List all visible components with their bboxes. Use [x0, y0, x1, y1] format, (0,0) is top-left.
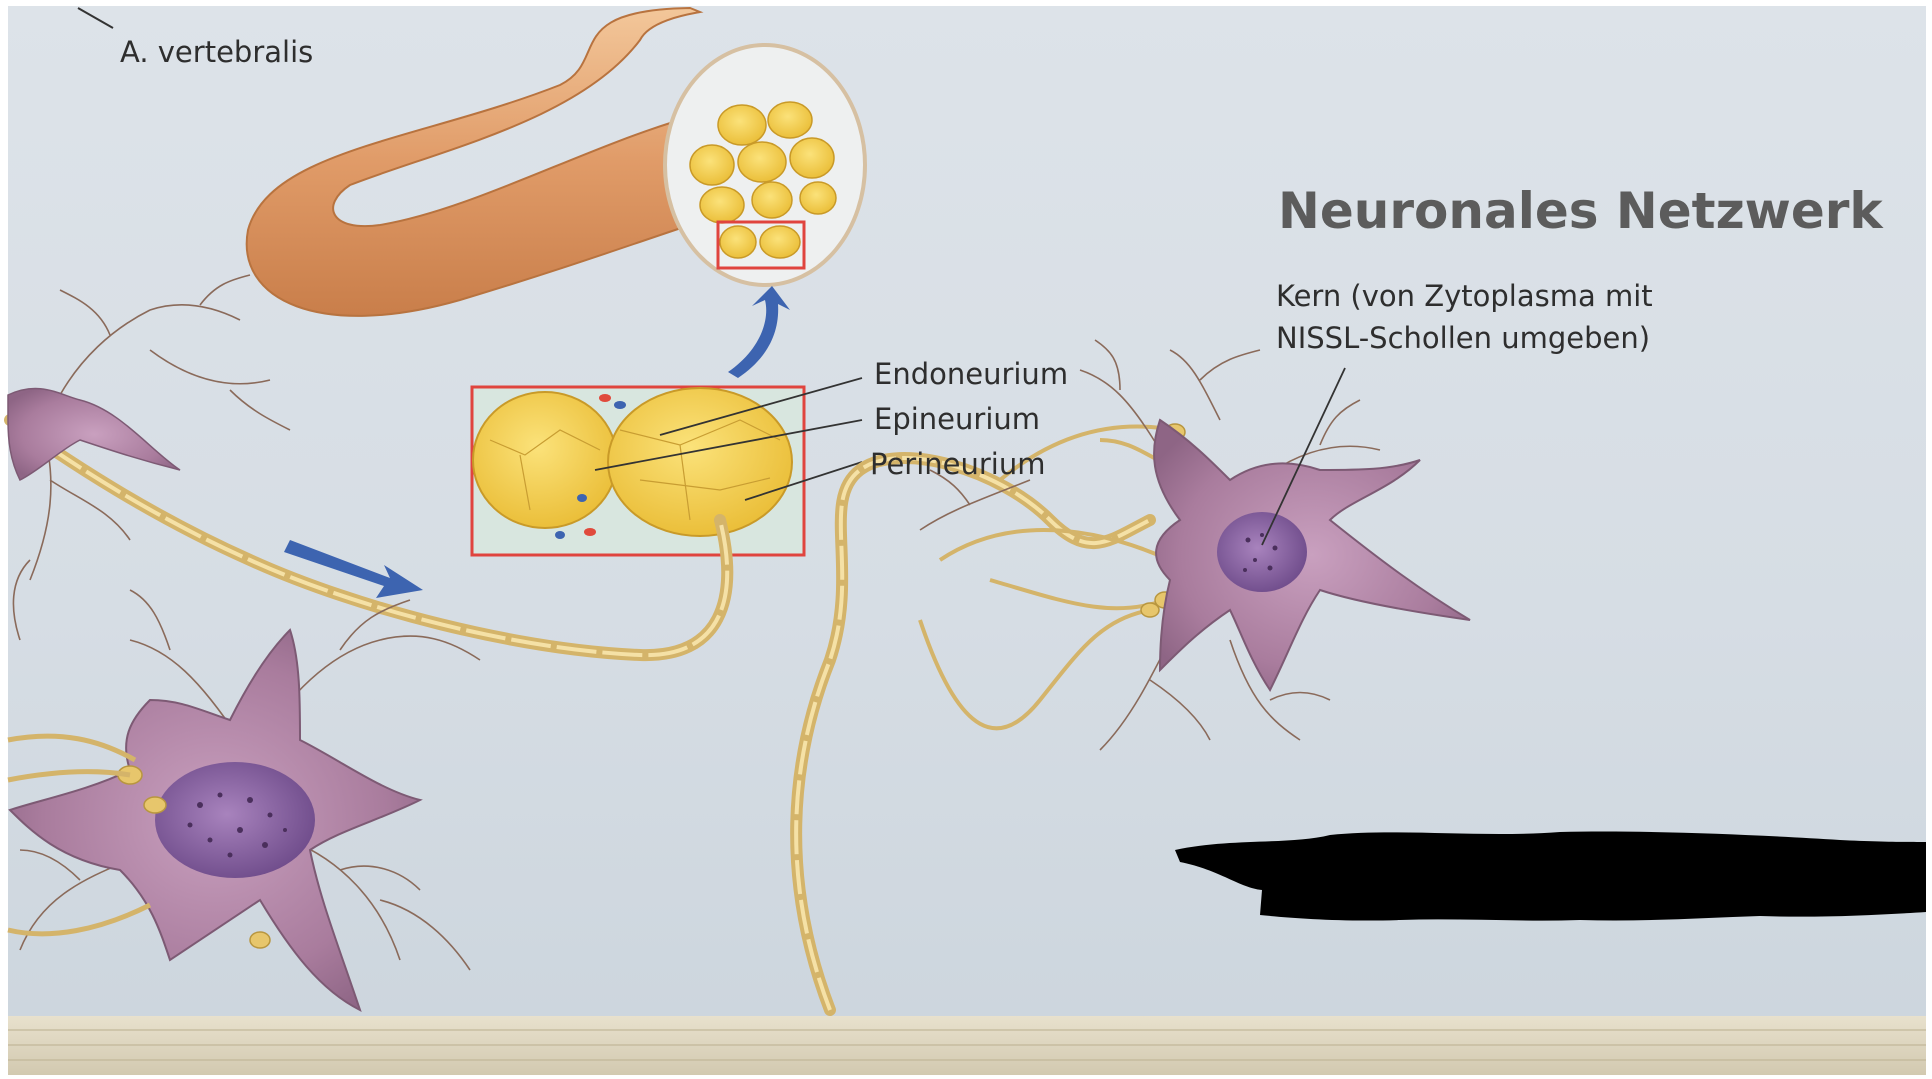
label-vertebralis: A. vertebralis: [120, 38, 313, 67]
label-epineurium: Epineurium: [874, 405, 1040, 434]
label-kern-line1: Kern (von Zytoplasma mit: [1276, 275, 1653, 317]
label-endoneurium: Endoneurium: [874, 360, 1068, 389]
redaction-mark: [1175, 832, 1926, 921]
diagram-title: Neuronales Netzwerk: [1278, 186, 1883, 236]
fascicle-inset: [472, 378, 862, 555]
label-kern: Kern (von Zytoplasma mit NISSL-Schollen …: [1276, 275, 1653, 359]
nerve-cross-section: [665, 45, 865, 285]
label-kern-line2: NISSL-Schollen umgeben): [1276, 317, 1653, 359]
label-perineurium: Perineurium: [870, 450, 1046, 479]
